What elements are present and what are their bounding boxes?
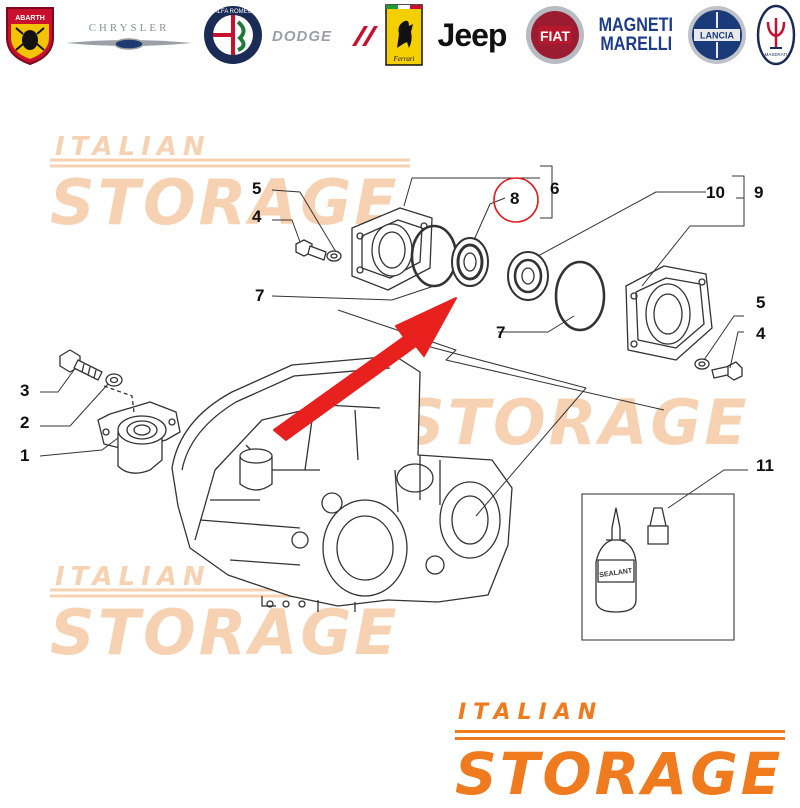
ferrari-logo: Ferrari — [384, 4, 424, 66]
abarth-label: ABARTH — [15, 15, 45, 22]
logo-stripes — [455, 730, 785, 740]
diagram-drawing: SEALANT — [39, 158, 748, 641]
gearbox-housing — [171, 355, 513, 612]
leader-lines — [39, 165, 748, 517]
lancia-badge-icon: LANCIA — [688, 6, 746, 64]
callout-8: 8 — [510, 189, 520, 208]
alfa-romeo-badge-icon: ALFA ROMEO — [204, 6, 262, 64]
callout-7-right: 7 — [496, 323, 506, 342]
part-8-oil-seal — [451, 237, 489, 287]
brand-logo-bar: ABARTH CHRYSLER ALFA ROMEO DODGE — [0, 0, 800, 72]
red-arrow — [273, 297, 457, 441]
callout-4-right: 4 — [756, 324, 766, 343]
callout-3: 3 — [20, 381, 30, 400]
dodge-stripes-icon: DODGE — [272, 26, 378, 46]
part-9-flange-cover — [625, 265, 713, 361]
callout-5-right: 5 — [756, 293, 766, 312]
callout-7-left: 7 — [255, 286, 265, 305]
callout-10: 10 — [706, 183, 725, 202]
dodge-label: DODGE — [272, 28, 332, 45]
marelli-label: MARELLI — [600, 33, 672, 55]
fiat-logo: FIAT — [522, 4, 588, 66]
callout-11: 11 — [756, 456, 774, 475]
abarth-scorpion-icon: ABARTH — [6, 7, 54, 66]
magneti-marelli-logo: MAGNETI MARELLI — [590, 4, 682, 66]
chrysler-label: CHRYSLER — [89, 22, 170, 34]
logo-storage: STORAGE — [455, 740, 784, 808]
lancia-label: LANCIA — [700, 31, 734, 41]
maserati-trident-icon: MASERATI — [756, 4, 796, 66]
watermark-lower-italian: ITALIAN — [55, 562, 211, 592]
maserati-logo: MASERATI — [756, 4, 796, 66]
ferrari-label: Ferrari — [393, 55, 415, 63]
dodge-logo: DODGE — [270, 4, 378, 66]
abarth-logo: ABARTH — [2, 4, 58, 66]
callout-5-left: 5 — [252, 179, 262, 198]
watermark-top-storage: STORAGE — [50, 166, 400, 239]
part-3-bolt — [59, 349, 103, 381]
chrysler-wings-icon: CHRYSLER — [66, 22, 192, 50]
part-4-5-left-fasteners — [295, 239, 342, 262]
exploded-parts-diagram: ITALIAN STORAGE STORAGE ITALIAN STORAGE — [0, 80, 800, 808]
callout-9: 9 — [754, 183, 764, 202]
watermark-top-italian: ITALIAN — [55, 132, 211, 162]
alfa-romeo-label: ALFA ROMEO — [214, 9, 253, 15]
fiat-label: FIAT — [540, 28, 571, 44]
ferrari-horse-icon: Ferrari — [385, 4, 423, 66]
part-2-washer — [105, 373, 123, 387]
jeep-logo: Jeep — [428, 4, 516, 66]
sealant-bottle-label: SEALANT — [599, 568, 633, 580]
logo-italian: ITALIAN — [458, 700, 604, 725]
part-4-5-right-fasteners — [694, 358, 743, 381]
part-11-sealant-box — [581, 493, 735, 641]
callout-2: 2 — [20, 413, 30, 432]
magneti-label: MAGNETI — [598, 14, 674, 36]
part-7-right-o-ring — [554, 260, 606, 332]
jeep-wordmark: Jeep — [437, 16, 508, 53]
chrysler-logo: CHRYSLER — [62, 4, 196, 66]
alfa-romeo-logo: ALFA ROMEO — [200, 4, 266, 66]
part-10-bearing — [507, 251, 549, 301]
part-1-guide-sleeve — [97, 401, 181, 474]
callout-4-left: 4 — [252, 207, 262, 226]
callout-6: 6 — [550, 179, 560, 198]
callout-1: 1 — [20, 446, 30, 465]
lancia-logo: LANCIA — [684, 4, 750, 66]
watermark-middle-storage: STORAGE — [400, 386, 750, 459]
highlight-circle-8 — [493, 177, 539, 223]
fiat-badge-icon: FIAT — [526, 6, 584, 64]
watermark-lower-storage: STORAGE — [50, 596, 400, 669]
maserati-label: MASERATI — [765, 52, 788, 57]
part-6-flange-cover — [351, 207, 433, 291]
